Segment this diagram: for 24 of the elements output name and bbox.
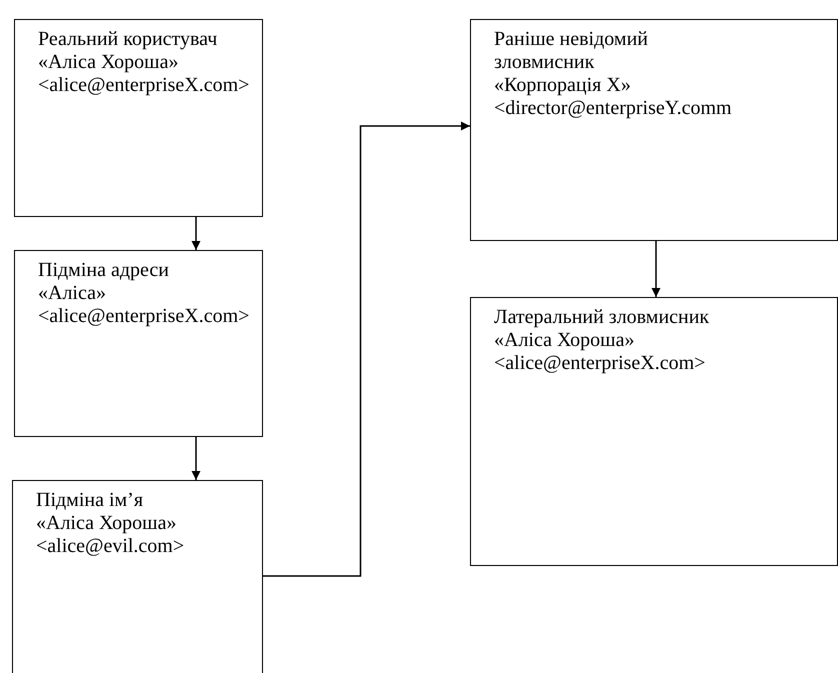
text-box [470, 297, 838, 566]
box-text: «Корпорація X» [494, 74, 631, 97]
box-text: «Аліса» [38, 282, 106, 305]
arrow [652, 241, 660, 297]
text-box [470, 19, 838, 241]
box-heading: Реальний користувач [38, 28, 218, 51]
box-heading: Раніше невідомий зловмисник [494, 28, 649, 74]
arrow [192, 437, 200, 480]
box-heading: Підміна ім’я [36, 489, 144, 512]
box-text: <director@enterpriseY.comm [494, 97, 732, 120]
text-box [12, 480, 263, 673]
box-text: «Аліса Хороша» [36, 512, 176, 535]
box-heading: Латеральний зловмисник [494, 306, 710, 329]
box-text: <alice@enterpriseX.com> [494, 352, 706, 375]
text-box [14, 250, 263, 437]
text-box [14, 19, 263, 217]
box-text: <alice@enterpriseX.com> [38, 305, 250, 328]
arrow [263, 122, 470, 577]
box-text: «Аліса Хороша» [38, 51, 178, 74]
box-text: «Аліса Хороша» [494, 329, 634, 352]
box-text: <alice@evil.com> [36, 535, 184, 558]
box-heading: Підміна адреси [38, 259, 169, 282]
box-text: <alice@enterpriseX.com> [38, 74, 250, 97]
arrow [192, 217, 200, 250]
